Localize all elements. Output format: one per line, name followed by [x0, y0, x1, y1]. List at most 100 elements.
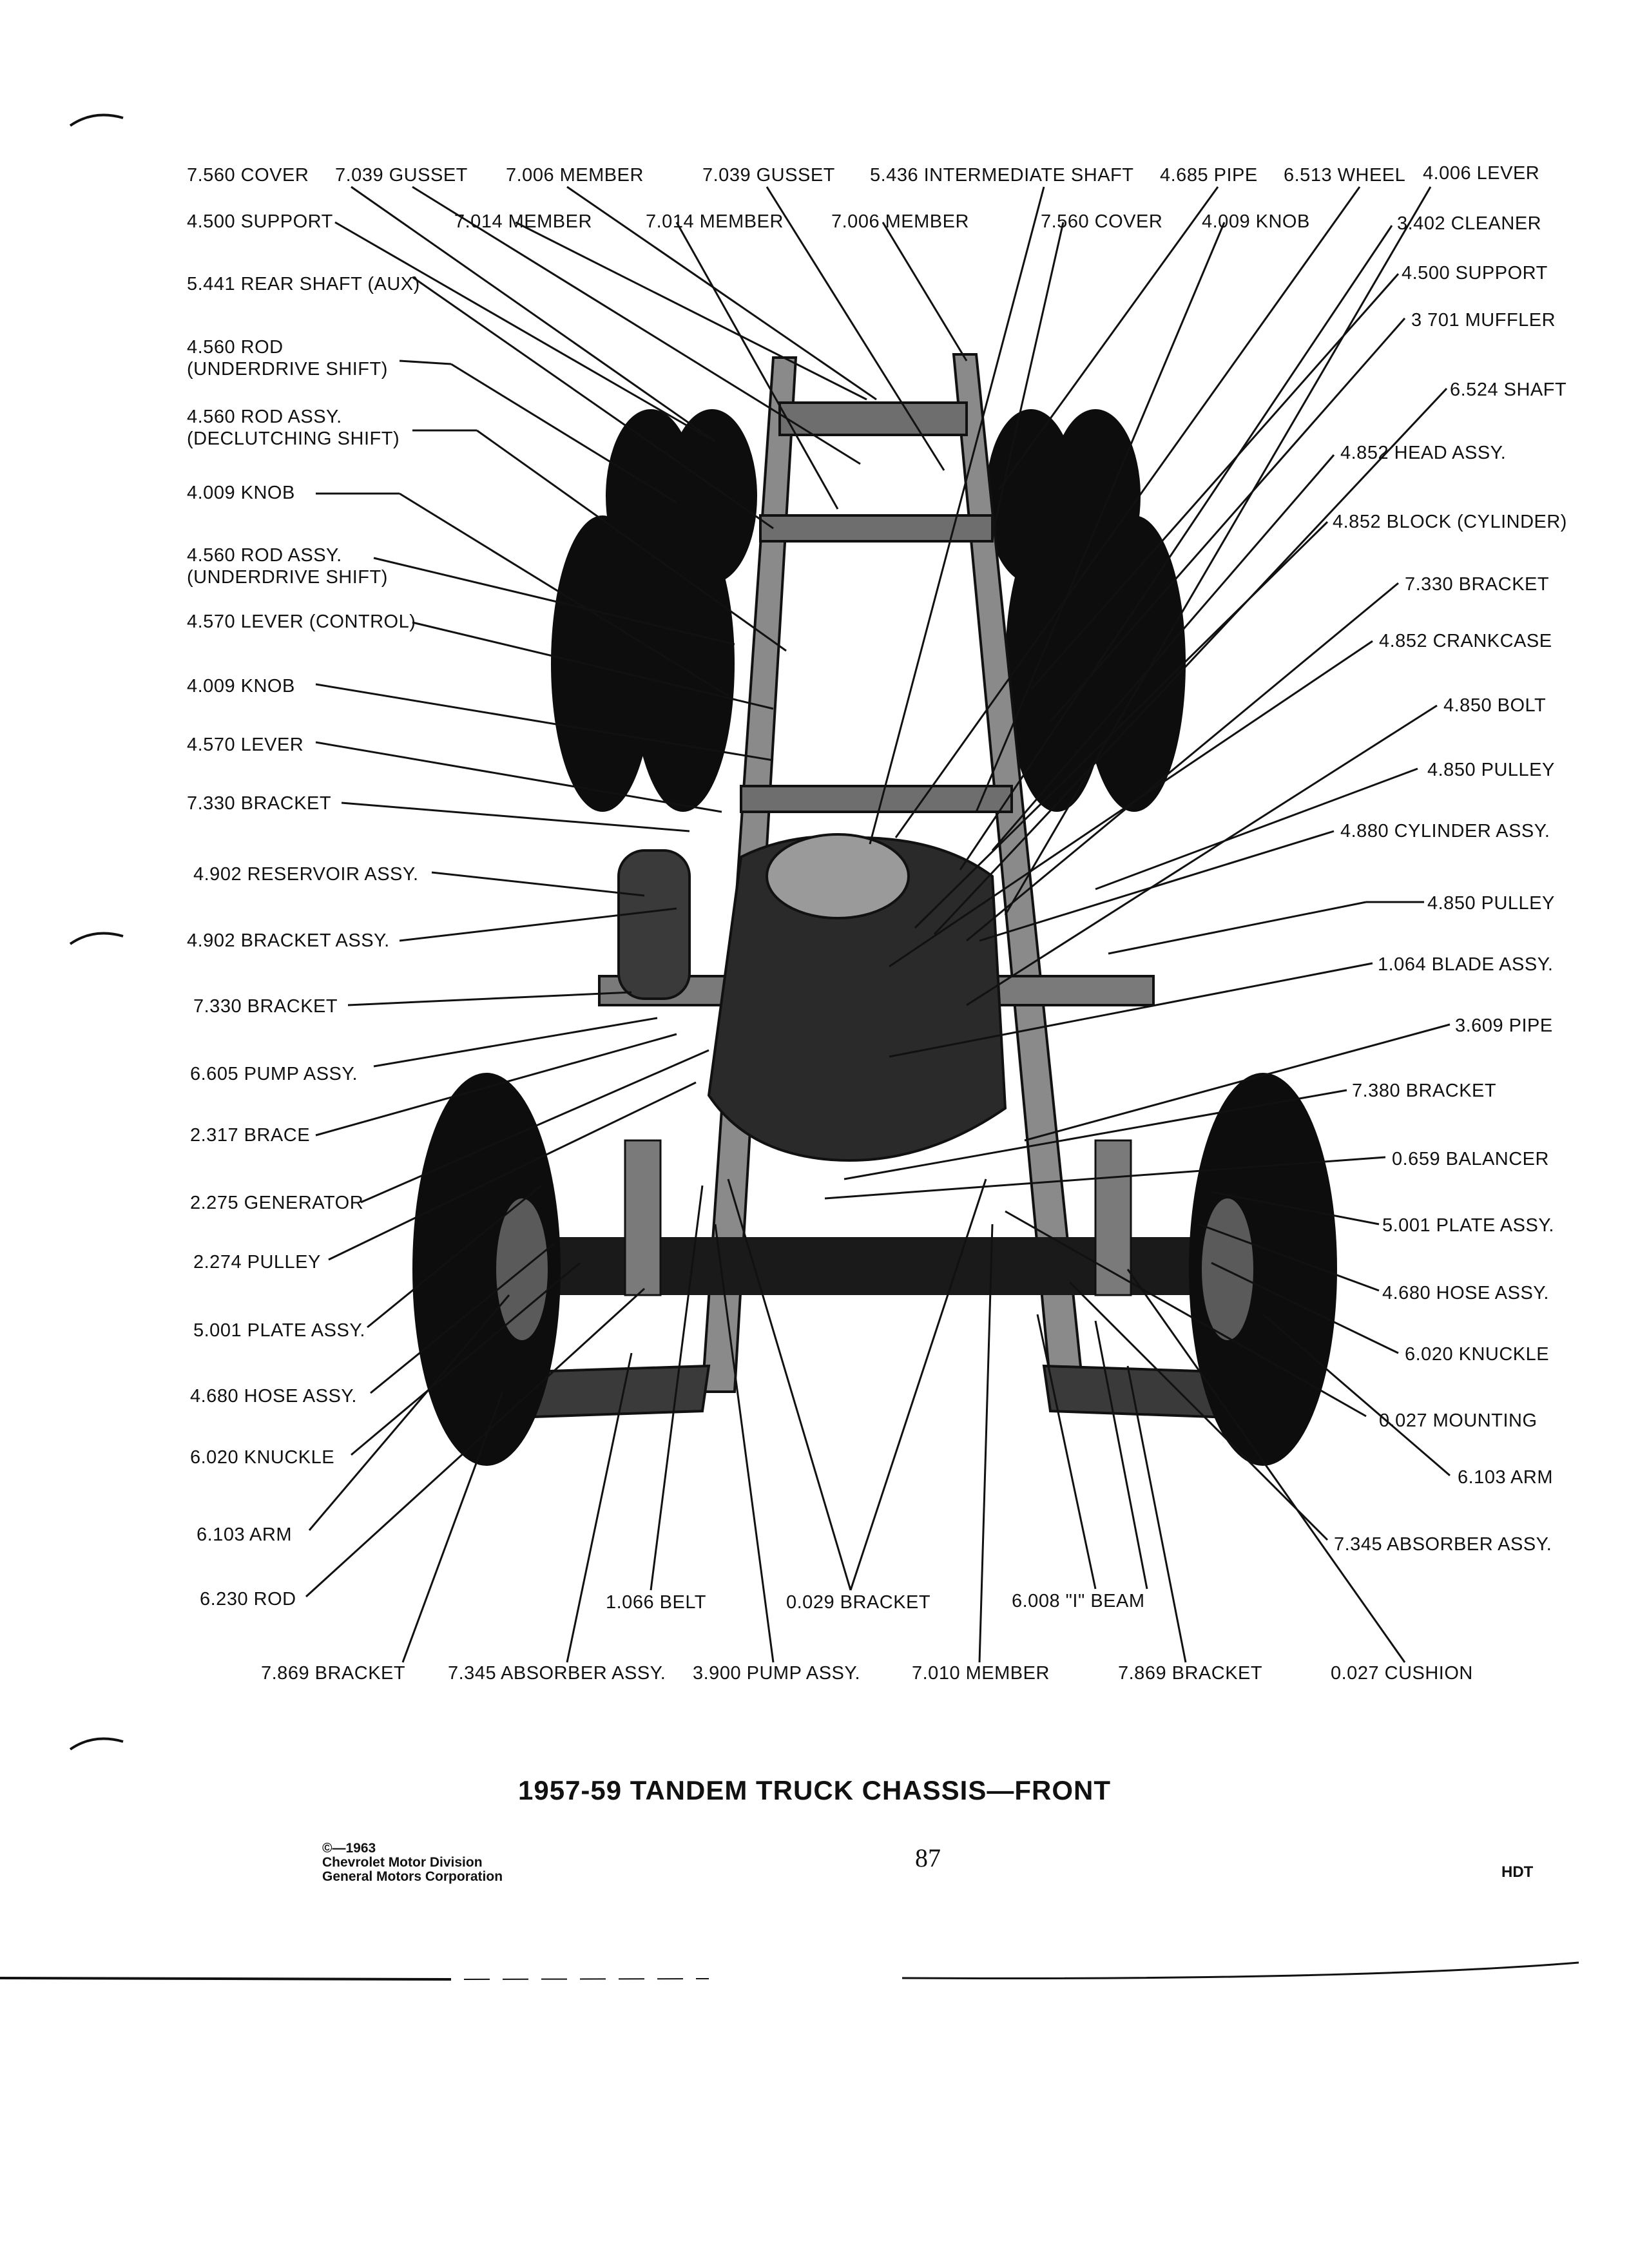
- margin-mark-top: [69, 113, 124, 127]
- label-bracket-right-1: 7.330 BRACKET: [1405, 574, 1550, 595]
- leader-line: [1108, 901, 1367, 955]
- leader-line: [412, 621, 774, 710]
- leader-line: [894, 186, 1361, 838]
- leader-line: [308, 1294, 510, 1531]
- leader-line: [334, 221, 709, 439]
- label-belt: 1.066 BELT: [606, 1592, 707, 1613]
- label-top-pipe: 4.685 PIPE: [1160, 165, 1258, 186]
- leader-line: [373, 1017, 658, 1068]
- label-head-assy: 4.852 HEAD ASSY.: [1340, 443, 1507, 463]
- leader-line: [843, 1089, 1347, 1180]
- leader-line: [933, 387, 1448, 936]
- leader-line: [675, 222, 839, 510]
- label-knob-left-1: 4.009 KNOB: [187, 483, 295, 503]
- leader-line: [1094, 1320, 1148, 1590]
- label-bracket-assy-left: 4.902 BRACKET ASSY.: [187, 930, 390, 951]
- label-plate-right: 5.001 PLATE ASSY.: [1382, 1215, 1554, 1236]
- leader-line: [341, 802, 690, 832]
- label-mounting: 0.027 MOUNTING: [1379, 1410, 1537, 1431]
- leader-line: [351, 186, 716, 443]
- leader-line: [966, 704, 1438, 1006]
- page-title: 1957-59 TANDEM TRUCK CHASSIS—FRONT: [518, 1775, 1111, 1805]
- leader-line: [305, 1287, 646, 1598]
- leader-line: [1095, 767, 1418, 890]
- leader-line: [991, 222, 1065, 535]
- leader-line: [824, 1156, 1386, 1200]
- copyright-notice: ©—1963 Chevrolet Motor Division General …: [322, 1841, 503, 1884]
- label-hose-left: 4.680 HOSE ASSY.: [190, 1386, 357, 1407]
- leader-line: [315, 1033, 677, 1137]
- label-absorber-bottom: 7.345 ABSORBER ASSY.: [448, 1663, 666, 1684]
- label-blade-assy: 1.064 BLADE ASSY.: [1378, 954, 1554, 975]
- leader-line: [315, 741, 722, 813]
- leader-line: [399, 492, 729, 697]
- bottom-rule: [0, 1961, 1579, 1981]
- leader-line: [1211, 1191, 1380, 1225]
- leader-line: [889, 962, 1373, 1058]
- leader-line: [412, 276, 774, 530]
- label-absorber-right: 7.345 ABSORBER ASSY.: [1334, 1534, 1552, 1555]
- label-rear-shaft-aux: 5.441 REAR SHAFT (AUX): [187, 274, 420, 294]
- label-pulley-right-1: 4.850 PULLEY: [1427, 760, 1555, 780]
- label-bracket-029: 0.029 BRACKET: [786, 1592, 931, 1613]
- label-arm-right: 6.103 ARM: [1458, 1467, 1553, 1488]
- label-bracket-right-2: 7.380 BRACKET: [1352, 1081, 1497, 1101]
- label-pulley-right-2: 4.850 PULLEY: [1427, 893, 1555, 914]
- leader-line: [1024, 1023, 1451, 1142]
- leader-line: [1198, 1223, 1380, 1292]
- label-top-cover: 7.560 COVER: [187, 165, 309, 186]
- label-balancer: 0.659 BALANCER: [1392, 1149, 1549, 1169]
- leader-line: [975, 222, 1226, 812]
- leader-line: [1068, 1281, 1329, 1541]
- label-cylinder-assy: 4.880 CYLINDER ASSY.: [1340, 821, 1550, 841]
- label-cleaner: 3.402 CLEANER: [1397, 213, 1542, 234]
- label-lever-control: 4.570 LEVER (CONTROL): [187, 611, 416, 632]
- label-knuckle-right: 6.020 KNUCKLE: [1405, 1344, 1550, 1365]
- leader-line: [431, 871, 645, 897]
- leader-line: [1005, 1210, 1367, 1418]
- label-rod-assy-underdrive: 4.560 ROD ASSY. (UNDERDRIVE SHIFT): [187, 545, 388, 588]
- leader-line: [914, 521, 1329, 929]
- label-knob-left-2: 4.009 KNOB: [187, 676, 295, 697]
- leader-line: [401, 1391, 504, 1663]
- label-top-gusset-1: 7.039 GUSSET: [335, 165, 468, 186]
- leader-line: [566, 1352, 633, 1663]
- label-block-cylinder: 4.852 BLOCK (CYLINDER): [1333, 512, 1567, 532]
- label-bracket-left-1: 7.330 BRACKET: [187, 793, 332, 814]
- leader-line: [650, 1185, 704, 1591]
- label-cushion: 0.027 CUSHION: [1331, 1663, 1473, 1684]
- label-support-left: 4.500 SUPPORT: [187, 211, 333, 232]
- leader-line: [1126, 1365, 1187, 1663]
- page-number: 87: [915, 1843, 941, 1872]
- label-rod-left: 6.230 ROD: [200, 1589, 296, 1610]
- label-knuckle-left: 6.020 KNUCKLE: [190, 1447, 335, 1468]
- label-member-014-b: 7.014 MEMBER: [646, 211, 784, 232]
- series-code: HDT: [1501, 1863, 1534, 1881]
- front-axle: [507, 1139, 1239, 1419]
- label-bolt: 4.850 BOLT: [1443, 695, 1547, 716]
- leader-line: [347, 991, 632, 1006]
- leader-line: [727, 1178, 852, 1591]
- label-bracket-869-left: 7.869 BRACKET: [261, 1663, 406, 1684]
- label-member-006-b: 7.006 MEMBER: [831, 211, 969, 232]
- leader-line: [714, 1224, 775, 1663]
- leader-line: [1262, 1313, 1451, 1477]
- leader-line: [849, 1178, 987, 1591]
- label-pulley-left: 2.274 PULLEY: [193, 1252, 321, 1273]
- leader-line: [1036, 1314, 1097, 1590]
- leader-line: [515, 221, 867, 401]
- leader-line: [315, 683, 774, 762]
- leader-line: [1126, 1269, 1406, 1663]
- label-brace: 2.317 BRACE: [190, 1125, 311, 1146]
- leader-line: [1030, 273, 1400, 690]
- label-pump-assy-left: 6.605 PUMP ASSY.: [190, 1064, 358, 1084]
- label-top-intermediate-shaft: 5.436 INTERMEDIATE SHAFT: [870, 165, 1134, 186]
- leader-line: [351, 1262, 581, 1456]
- label-plate-left: 5.001 PLATE ASSY.: [193, 1320, 365, 1341]
- label-rod-underdrive: 4.560 ROD (UNDERDRIVE SHIFT): [187, 337, 388, 380]
- leader-line: [991, 454, 1335, 851]
- label-hose-right: 4.680 HOSE ASSY.: [1382, 1283, 1549, 1303]
- engine: [617, 833, 1007, 1162]
